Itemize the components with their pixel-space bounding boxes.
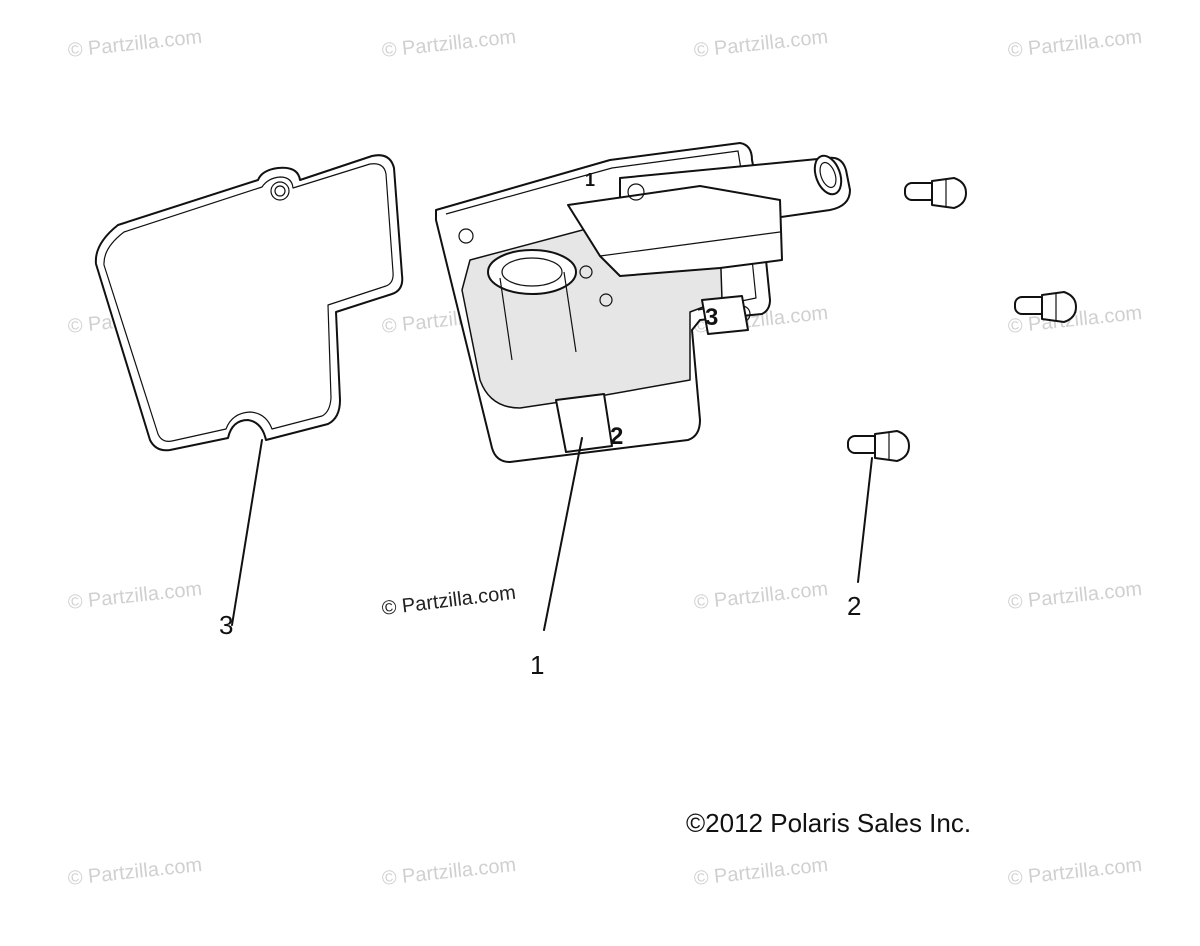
copyright-notice: ©2012 Polaris Sales Inc. (686, 808, 972, 838)
callout-label-bolts: 2 (847, 591, 862, 621)
callout-label-cover: 1 (530, 650, 545, 680)
bolt-drawing (1014, 291, 1077, 323)
gasket-drawing (94, 154, 404, 452)
leader-line-bolts (857, 457, 873, 583)
callout-label-gasket: 3 (219, 610, 234, 640)
leader-line-cover (543, 437, 583, 631)
valve-cover-drawing (435, 142, 851, 463)
bolt-drawing (904, 177, 967, 209)
bolt-drawing (847, 430, 910, 462)
leader-line-gasket (231, 439, 263, 626)
embossed-mark: 3 (705, 304, 719, 331)
embossed-mark: 2 (610, 423, 624, 450)
embossed-mark: 1 (585, 170, 596, 190)
